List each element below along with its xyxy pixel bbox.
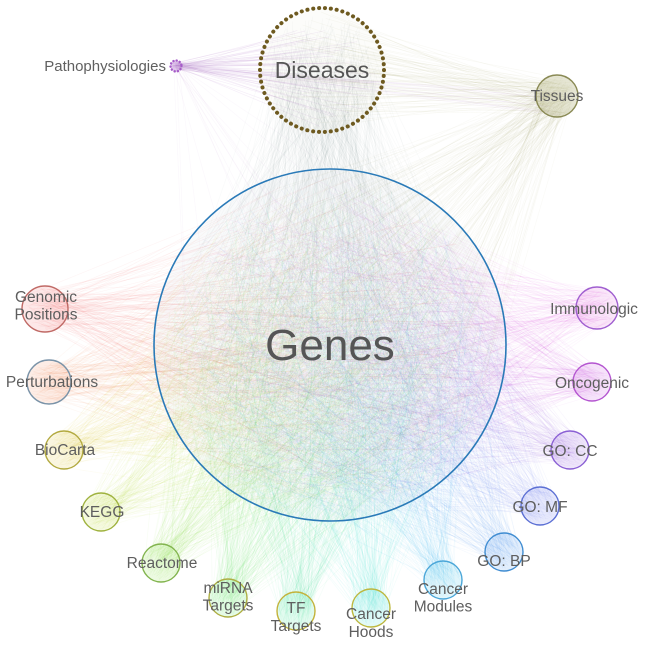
node-genomic-positions[interactable]: [21, 285, 69, 333]
label-cancer-hoods-line1: Cancer: [346, 606, 396, 623]
node-pathophysiologies[interactable]: [169, 59, 183, 73]
label-reactome: Reactome: [127, 555, 198, 572]
label-go-mf: GO: MF: [512, 499, 567, 516]
node-kegg[interactable]: [81, 492, 121, 532]
edge-fan-reactome-to-genes: [143, 183, 496, 581]
label-genes: Genes: [265, 321, 395, 370]
node-cancer-modules[interactable]: [423, 560, 463, 600]
label-tf-targets-line2: Targets: [271, 618, 322, 635]
label-mirna-targets-line1: miRNA: [203, 580, 253, 597]
edge-fan-go-mf-to-genes: [175, 178, 557, 523]
edge-fan-cancer-modules-to-genes: [165, 180, 491, 598]
label-perturbations: Perturbations: [6, 374, 98, 391]
edge-fan-immunologic-to-genes: [171, 179, 615, 501]
edge-fan-tissues-to-genes: [168, 77, 577, 497]
label-go-cc: GO: CC: [542, 443, 597, 460]
label-diseases: Diseases: [275, 57, 370, 83]
edge-fan-tf-targets-to-genes: [170, 183, 488, 628]
edge-fan-perturbations-to-genes: [29, 190, 497, 511]
node-tf-targets[interactable]: [276, 591, 316, 631]
label-cancer-modules-line1: Cancer: [418, 581, 468, 598]
edge-fan-go-bp-to-genes: [166, 183, 521, 569]
node-diseases[interactable]: [258, 6, 386, 134]
label-oncogenic: Oncogenic: [555, 375, 629, 392]
node-go-cc[interactable]: [550, 430, 590, 470]
label-pathophysiologies: Pathophysiologies: [44, 58, 166, 75]
node-immunologic[interactable]: [575, 286, 619, 330]
edge-fan-pathophysiologies-to-genes: [172, 62, 470, 473]
node-cancer-hoods[interactable]: [351, 588, 391, 628]
node-tissues[interactable]: [535, 74, 579, 118]
node-reactome[interactable]: [141, 543, 181, 583]
edge-fan-cancer-hoods-to-genes: [170, 188, 494, 624]
label-genomic-positions-line2: Positions: [15, 307, 78, 324]
label-mirna-targets-line2: Targets: [203, 598, 254, 615]
label-tf-targets-line1: TF: [287, 600, 306, 617]
edge-fan-go-cc-to-genes: [168, 192, 587, 498]
node-biocarta[interactable]: [44, 430, 84, 470]
node-oncogenic[interactable]: [572, 362, 612, 402]
label-biocarta: BioCarta: [35, 442, 96, 459]
node-go-mf[interactable]: [520, 486, 560, 526]
label-go-bp: GO: BP: [477, 553, 530, 570]
edge-fan-biocarta-to-genes: [46, 184, 486, 500]
label-cancer-hoods-line2: Hoods: [349, 624, 394, 641]
label-genomic-positions-line1: Genomic: [15, 289, 77, 306]
label-cancer-modules-line2: Modules: [414, 599, 473, 616]
node-genes[interactable]: [153, 168, 507, 522]
edge-fan-kegg-to-genes: [84, 178, 490, 530]
edge-fan-pathophysiologies-to-diseases: [171, 30, 378, 127]
label-kegg: KEGG: [80, 504, 125, 521]
node-go-bp[interactable]: [484, 532, 524, 572]
edge-fan-genomic-positions-to-genes: [24, 177, 494, 502]
node-mirna-targets[interactable]: [208, 578, 248, 618]
edge-fans: [24, 11, 615, 628]
edge-fan-pathophysiologies-to-tissues: [171, 62, 563, 116]
node-perturbations[interactable]: [26, 359, 72, 405]
label-immunologic: Immunologic: [550, 301, 638, 318]
edge-fan-tissues-to-diseases: [263, 11, 576, 126]
edge-fan-oncogenic-to-genes: [162, 190, 610, 510]
label-tissues: Tissues: [531, 88, 584, 105]
edge-fan-mirna-targets-to-genes: [175, 181, 485, 615]
